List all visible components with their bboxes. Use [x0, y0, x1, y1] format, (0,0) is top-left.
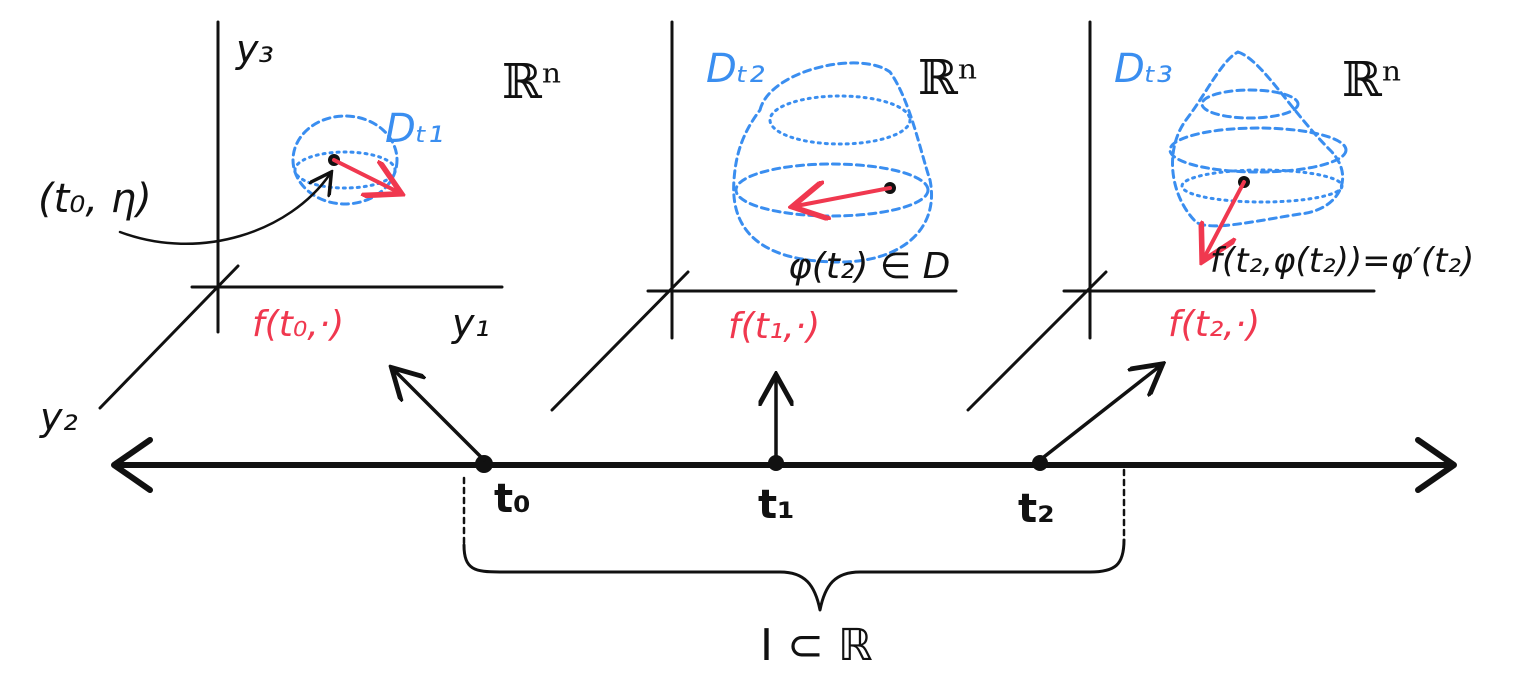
panel-1-field-label: f(t₀,·) — [252, 304, 344, 345]
panel-1-y3-label: y₃ — [235, 27, 274, 71]
panel-1-domain-outline — [291, 114, 399, 206]
panel-3: ℝⁿ Dₜ₃ f(t₂,φ(t₂))=φ′(t₂) f(t₂,·) — [966, 20, 1474, 412]
interval-brace — [462, 538, 1126, 612]
panel-1: y₃ y₁ y₂ ℝⁿ Dₜ₁ (t₀, η) f(t₀,·) — [38, 20, 563, 439]
panel-1-y2-label: y₂ — [39, 395, 78, 439]
panel-3-field-vector — [1204, 180, 1246, 258]
panel-2-y2-axis — [550, 270, 690, 412]
membership-label: φ(t₂) ∈ D — [788, 246, 950, 287]
panel-3-domain-slice-top — [1200, 88, 1300, 120]
timeline: t₀ t₁ t₂ I ⊂ ℝ — [111, 366, 1457, 671]
initial-point-pointer — [118, 174, 330, 245]
panel-2-domain-slice-mid — [734, 162, 930, 218]
panel-2-domain-slice-top — [768, 94, 912, 146]
t2-to-panel-3-arrow — [1038, 366, 1160, 462]
t0-to-panel-1-arrow — [394, 370, 486, 462]
panel-3-field-label: f(t₂,·) — [1168, 304, 1260, 345]
panel-1-y1-label: y₁ — [451, 301, 490, 345]
timeline-point-t1 — [768, 455, 784, 471]
panel-2-domain-label: Dₜ₂ — [706, 46, 765, 92]
panel-2-field-label: f(t₁,·) — [728, 306, 820, 347]
timeline-point-t0 — [475, 455, 493, 473]
initial-point-label: (t₀, η) — [38, 176, 152, 222]
timeline-label-t1: t₁ — [758, 482, 795, 528]
panel-3-y2-axis — [966, 270, 1108, 412]
timeline-label-t0: t₀ — [494, 476, 531, 522]
panel-3-domain-outline — [1171, 50, 1345, 228]
panel-1-domain-label: Dₜ₁ — [385, 106, 444, 152]
panel-3-domain-slice-low — [1180, 168, 1344, 204]
panel-3-domain-label: Dₜ₃ — [1114, 46, 1173, 92]
panel-2: ℝⁿ Dₜ₂ φ(t₂) ∈ D f(t₁,·) — [550, 20, 979, 412]
panel-1-y2-axis — [98, 264, 240, 410]
interval-label: I ⊂ ℝ — [760, 620, 873, 671]
panel-3-domain-slice-mid — [1168, 126, 1348, 174]
panel-2-domain-outline — [732, 61, 933, 264]
panel-1-space-label: ℝⁿ — [502, 54, 563, 110]
panel-1-field-vector — [332, 158, 398, 192]
panel-3-space-label: ℝⁿ — [1342, 52, 1403, 108]
real-line-left-arrowhead — [111, 437, 153, 493]
real-line-right-arrowhead — [1415, 437, 1457, 493]
panel-2-field-vector — [796, 188, 892, 206]
timeline-label-t2: t₂ — [1018, 486, 1055, 532]
panel-2-space-label: ℝⁿ — [918, 50, 979, 106]
equation-label: f(t₂,φ(t₂))=φ′(t₂) — [1210, 241, 1474, 281]
